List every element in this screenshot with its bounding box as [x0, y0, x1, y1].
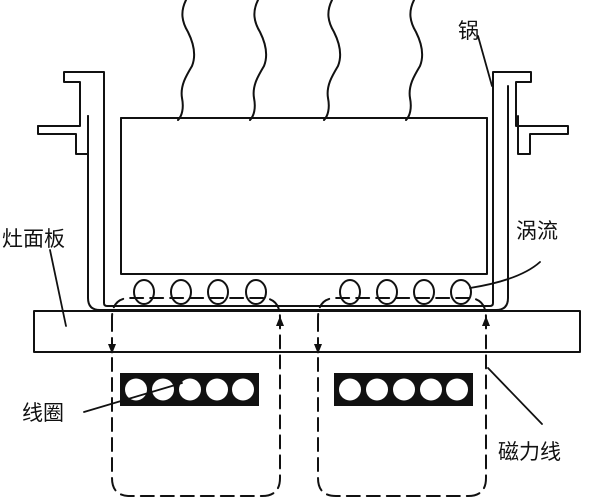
label-magnetic-field-lines: 磁力线	[498, 440, 561, 464]
magnetic-field-loop-right	[317, 297, 487, 497]
magnetic-field-lines	[111, 297, 487, 497]
pot	[37, 71, 569, 311]
field-arrows	[108, 316, 490, 354]
magnetic-field-loop-left	[111, 297, 281, 497]
arrow-up-icon	[482, 316, 490, 326]
label-pot: 锅	[458, 19, 479, 43]
steam-line	[405, 0, 424, 121]
coil-left	[120, 373, 259, 406]
label-coil: 线圈	[22, 401, 64, 425]
coil-winding	[446, 378, 468, 401]
coil-right	[334, 373, 473, 406]
eddy-current-loop	[170, 279, 192, 305]
label-eddy-current: 涡流	[516, 219, 558, 243]
arrow-down-icon	[314, 344, 322, 354]
leader-cooktop-panel	[49, 249, 67, 327]
leader-magnetic-field	[487, 367, 543, 425]
coil-winding	[366, 378, 388, 401]
eddy-current-loop	[245, 279, 267, 305]
pot-inner-body	[120, 117, 488, 275]
eddy-current-loop	[413, 279, 435, 305]
arrow-down-icon	[108, 344, 116, 354]
label-cooktop-panel: 灶面板	[2, 227, 65, 251]
eddy-current-loop	[339, 279, 361, 305]
arrow-up-icon	[276, 316, 284, 326]
steam-line	[177, 0, 196, 121]
coil-winding	[232, 378, 254, 401]
leader-lines	[49, 35, 543, 425]
pot-inner-wall	[87, 85, 509, 311]
leader-eddy-current	[469, 261, 541, 289]
coil-winding	[420, 378, 442, 401]
leader-coil	[83, 382, 183, 413]
eddy-current-loop	[376, 279, 398, 305]
steam-lines	[177, 0, 424, 121]
cooktop-panel	[33, 310, 581, 353]
coil-winding	[393, 378, 415, 401]
eddy-current-loop	[207, 279, 229, 305]
steam-line	[249, 0, 268, 121]
eddy-current-loop	[450, 279, 472, 305]
eddy-currents	[133, 279, 472, 305]
coil-winding	[339, 378, 361, 401]
eddy-current-loop	[133, 279, 155, 305]
coil-winding	[179, 378, 201, 401]
pot-outer-wall	[37, 71, 569, 307]
coil-winding	[206, 378, 228, 401]
steam-line	[323, 0, 342, 121]
leader-pot	[477, 35, 493, 87]
